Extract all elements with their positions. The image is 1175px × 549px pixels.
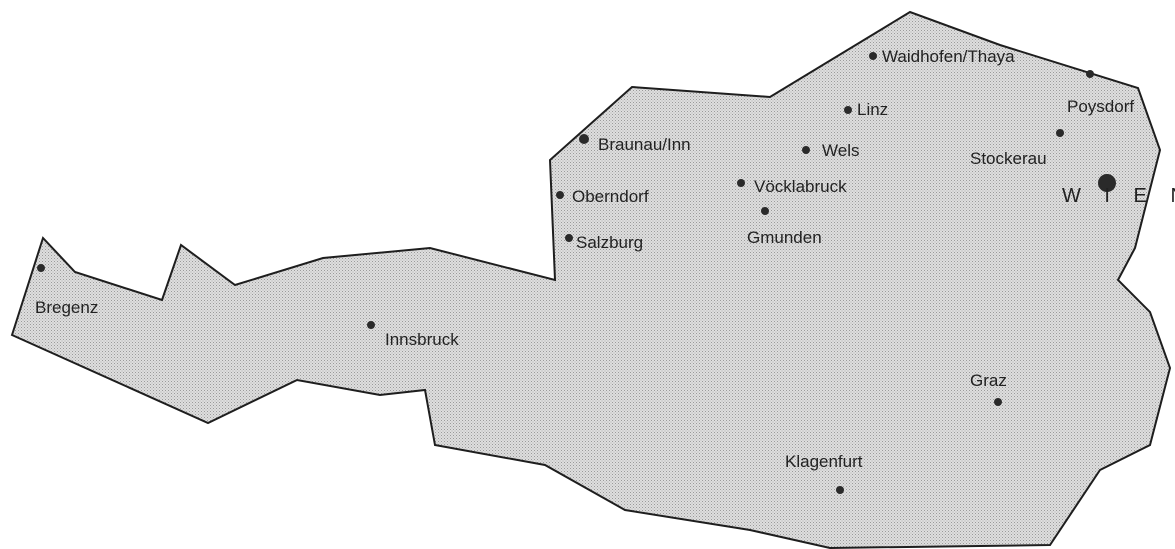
city-label-oberndorf: Oberndorf: [572, 187, 649, 206]
city-label-bregenz: Bregenz: [35, 298, 98, 317]
capital-label-wien: W I E N: [1062, 185, 1175, 207]
city-marker-waidhofen: [869, 52, 877, 60]
city-label-stockerau: Stockerau: [970, 149, 1047, 168]
city-marker-voecklabruck: [737, 179, 745, 187]
city-label-wels: Wels: [822, 141, 859, 160]
city-label-waidhofen: Waidhofen/Thaya: [882, 47, 1015, 66]
city-label-klagenfurt: Klagenfurt: [785, 452, 863, 471]
city-marker-linz: [844, 106, 852, 114]
city-label-braunau: Braunau/Inn: [598, 135, 691, 154]
city-marker-poysdorf: [1086, 70, 1094, 78]
city-marker-klagenfurt: [836, 486, 844, 494]
capital-marker-wien: [1098, 174, 1116, 192]
austria-outline: [10, 10, 1172, 549]
city-marker-graz: [994, 398, 1002, 406]
city-marker-innsbruck: [367, 321, 375, 329]
city-label-poysdorf: Poysdorf: [1067, 97, 1134, 116]
city-marker-braunau: [579, 134, 589, 144]
city-marker-wels: [802, 146, 810, 154]
city-label-innsbruck: Innsbruck: [385, 330, 459, 349]
city-label-linz: Linz: [857, 100, 888, 119]
city-label-voecklabruck: Vöcklabruck: [754, 177, 847, 196]
city-marker-bregenz: [37, 264, 45, 272]
city-label-salzburg: Salzburg: [576, 233, 643, 252]
city-label-graz: Graz: [970, 371, 1007, 390]
city-marker-gmunden: [761, 207, 769, 215]
city-label-gmunden: Gmunden: [747, 228, 822, 247]
city-marker-stockerau: [1056, 129, 1064, 137]
city-marker-oberndorf: [556, 191, 564, 199]
city-marker-salzburg: [565, 234, 573, 242]
